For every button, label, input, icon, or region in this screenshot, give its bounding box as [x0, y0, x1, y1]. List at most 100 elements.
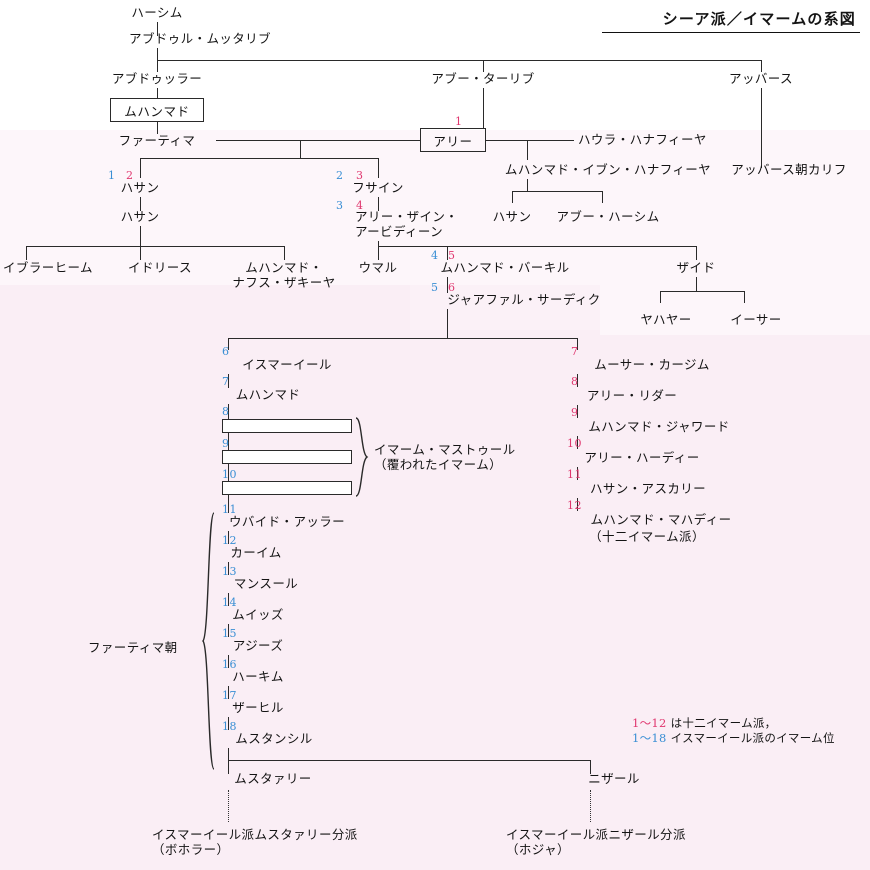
line-to-hasan — [140, 158, 141, 178]
line-to-abdullah — [157, 60, 158, 72]
number-baqir-twelver: 5 — [448, 249, 456, 262]
line-zayn-down — [378, 241, 379, 246]
number-jafar-ismaili: 5 — [431, 281, 439, 294]
line-aziz-to-hakim — [228, 655, 229, 668]
person-muhammad-baqir: ムハンマド・バーキル — [440, 260, 570, 275]
number-zayn-ismaili: 3 — [336, 199, 344, 212]
line-to-abbas — [761, 60, 762, 72]
line-muhammad-to-fatima — [157, 122, 158, 134]
legend-ismaili-range: 1〜18 — [632, 731, 667, 745]
page-title: シーア派／イマームの系図 — [662, 10, 856, 28]
number-ismail: 6 — [222, 345, 230, 358]
line-dotted-mustali — [228, 790, 229, 822]
number-hasan-askari: 11 — [567, 468, 582, 481]
label-nizari-sect-line1: イスマーイール派ニザール分派 — [506, 827, 686, 842]
number-hakim: 16 — [222, 658, 237, 671]
line-mustansir-down — [228, 748, 229, 760]
person-zahir: ザーヒル — [232, 700, 284, 715]
line-fatima-ali-down — [300, 140, 301, 158]
line-ibn-hanafiya-down — [527, 179, 528, 191]
person-ali-zayn-line2: アービディーン — [355, 223, 444, 239]
legend-ismaili-text: イスマーイール派のイマーム位 — [666, 731, 835, 745]
line-husayn-to-zayn — [378, 197, 379, 211]
number-zayn-twelver: 4 — [356, 199, 364, 212]
line-ali-hawla-marriage — [486, 140, 574, 141]
line-hanafiya-children-bus — [512, 191, 602, 192]
number-jafar-twelver: 6 — [448, 281, 456, 294]
person-muh-nafs-line1: ムハンマド・ — [245, 260, 323, 275]
person-muhammad-box: ムハンマド — [110, 98, 204, 122]
number-hasan-twelver: 2 — [126, 169, 134, 182]
person-idris: イドリース — [128, 260, 192, 275]
person-mustansir: ムスタンシル — [235, 731, 313, 746]
background-tint-upper-right — [406, 130, 870, 285]
line-to-isa — [744, 291, 745, 303]
line-to-ibn-hanafiya — [527, 140, 528, 160]
person-ali-rida: アリー・リダー — [586, 388, 678, 403]
person-jafar-sadiq: ジャアファル・サーディク — [447, 292, 601, 307]
line-mansur-to-muizz — [228, 593, 229, 606]
line-to-hanafiya-hasan — [512, 191, 513, 203]
line-zayn-children-bus — [378, 246, 696, 247]
line-hasan2-down — [140, 226, 141, 246]
line-to-idris — [140, 246, 141, 260]
person-ali-zayn-line1: アリー・ザイン・ — [355, 209, 459, 224]
person-muhammad-ibn-hanafiya: ムハンマド・イブン・ハナフィーヤ — [504, 162, 712, 177]
line-to-muh-nafs — [284, 246, 285, 260]
line-to-abu-hashim — [602, 191, 603, 203]
person-abu-talib: アブー・ターリブ — [431, 71, 535, 86]
person-hawla-hanafiya: ハウラ・ハナフィーヤ — [578, 132, 707, 147]
line-ismail-to-muhammad — [228, 374, 229, 388]
number-baqir-ismaili: 4 — [431, 249, 439, 262]
line-to-nizar — [590, 760, 591, 774]
number-musa-kazim: 7 — [571, 345, 579, 358]
line-to-ismail — [228, 338, 229, 350]
background-tint-zayd-area — [600, 285, 870, 335]
line-to-abu-talib — [483, 60, 484, 72]
line-muizz-to-aziz — [228, 624, 229, 637]
number-ali-rida: 8 — [571, 375, 579, 388]
line-musa-to-rida — [577, 374, 578, 387]
person-ali-zayn-abidin: アリー・ザイン・ アービディーン — [355, 209, 459, 239]
person-muhammad-nafs-zakiya: ムハンマド・ ナフス・ザキーヤ — [232, 260, 336, 290]
line-zahir-to-mustansir — [228, 717, 229, 730]
label-mustali-sect-line2: （ボホラー） — [152, 841, 230, 857]
line-zayd-children-bus — [660, 291, 744, 292]
person-abbasid-caliphs: アッバース朝カリフ — [731, 162, 847, 177]
number-qaim: 12 — [222, 534, 237, 547]
number-muhammad-ismaili: 7 — [222, 375, 230, 388]
hidden-imam-box-1 — [222, 419, 352, 433]
label-fatimid-dynasty: ファーティマ朝 — [88, 640, 178, 655]
person-hasan-askari: ハサン・アスカリー — [589, 481, 707, 496]
line-to-yahya — [660, 291, 661, 303]
line-to-baqir — [447, 246, 448, 260]
line-hidden-to-ubayd — [228, 495, 229, 513]
number-mansur: 13 — [222, 565, 237, 578]
line-to-ibrahim — [26, 246, 27, 260]
line-hadi-to-askari — [577, 467, 578, 480]
person-ali-hadi: アリー・ハーディー — [584, 450, 700, 465]
number-husayn-twelver: 3 — [356, 169, 364, 182]
line-to-mustali — [228, 760, 229, 774]
line-hasan2-children-bus — [26, 246, 284, 247]
hidden-imam-box-3 — [222, 481, 352, 495]
legend-twelver-range: 1〜12 — [632, 716, 667, 730]
line-abbas-to-caliphs — [761, 88, 762, 168]
line-ubayd-to-qaim — [228, 531, 229, 544]
line-askari-to-mahdi — [577, 498, 578, 511]
number-hasan-ismaili: 1 — [108, 169, 116, 182]
person-muhammad: ムハンマド — [124, 103, 190, 119]
person-hasan-second: ハサン — [120, 209, 160, 224]
person-umar: ウマル — [358, 260, 398, 275]
person-muh-nafs-line2: ナフス・ザキーヤ — [232, 274, 336, 290]
title-underline — [602, 32, 860, 33]
number-ubayd-allah: 11 — [222, 503, 237, 516]
line-jawad-to-hadi — [577, 436, 578, 449]
label-nizari-sect-line2: （ホジャ） — [506, 841, 570, 857]
number-ali-hadi: 10 — [567, 437, 582, 450]
label-mustali-sect: イスマーイール派ムスタァリー分派 （ボホラー） — [152, 827, 358, 857]
person-mansur: マンスール — [233, 576, 299, 591]
person-zayd: ザイド — [676, 260, 716, 275]
label-mustali-sect-line1: イスマーイール派ムスタァリー分派 — [152, 827, 358, 842]
person-hashim: ハーシム — [131, 5, 183, 20]
